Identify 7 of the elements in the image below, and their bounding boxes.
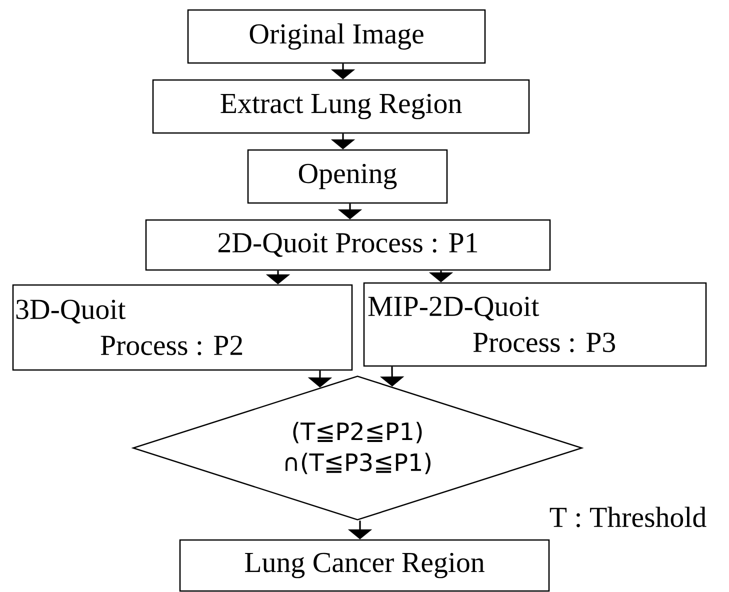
process-box: 2D-Quoit Process : P1: [145, 219, 551, 271]
process-box: 3D-Quoit Process : P2: [12, 284, 353, 371]
process-box: MIP-2D-Quoit Process : P3: [363, 282, 707, 367]
process-box: Original Image: [187, 9, 486, 64]
process-box: Extract Lung Region: [152, 79, 530, 134]
process-box: Lung Cancer Region: [179, 539, 550, 592]
process-box: Opening: [247, 149, 448, 204]
